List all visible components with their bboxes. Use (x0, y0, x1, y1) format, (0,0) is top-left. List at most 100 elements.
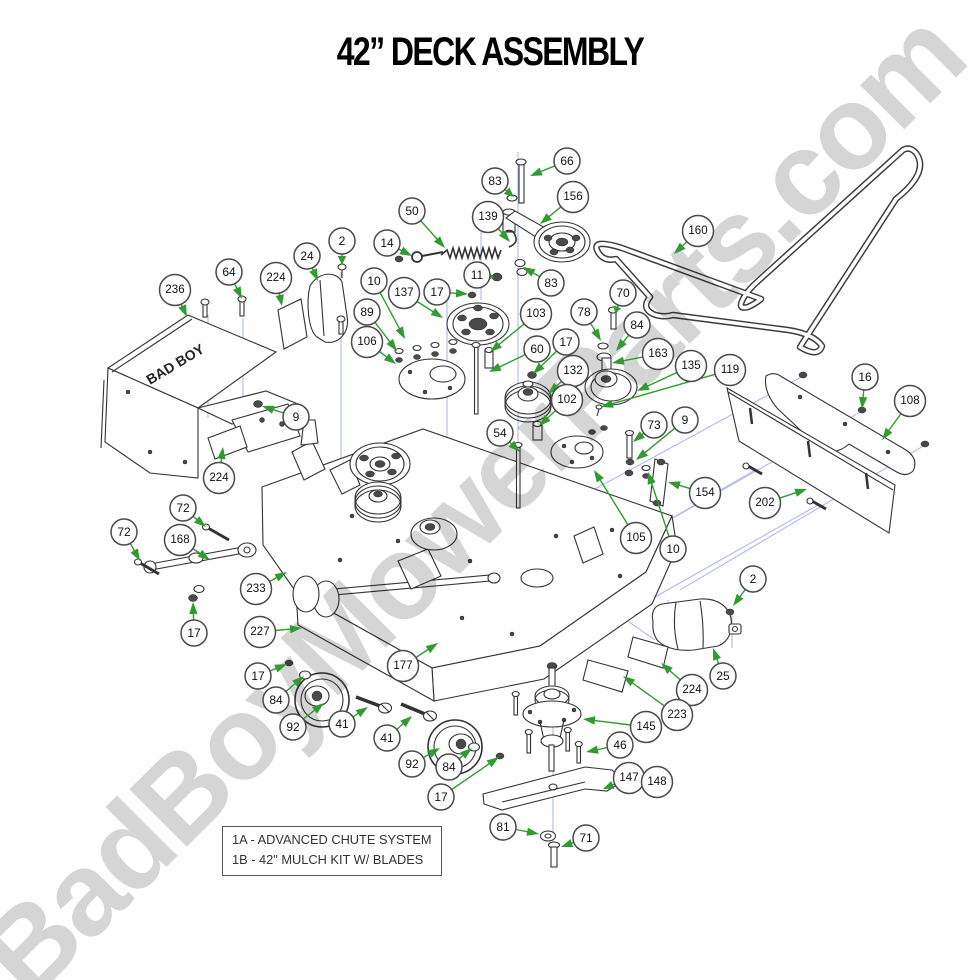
callout-202: 202 (748, 486, 782, 520)
leader-223 (623, 676, 665, 707)
leader-2 (733, 588, 746, 606)
callout-84: 84 (435, 753, 463, 781)
callout-156: 156 (556, 180, 590, 214)
decal-plate (207, 425, 248, 460)
svg-text:177: 177 (393, 660, 412, 672)
leader-84 (285, 676, 304, 693)
svg-text:41: 41 (380, 731, 394, 745)
callout-106: 106 (350, 325, 384, 359)
svg-text:233: 233 (246, 583, 265, 595)
leader-41 (352, 707, 368, 718)
callout-10: 10 (360, 267, 388, 295)
svg-text:11: 11 (471, 268, 484, 282)
callout-119: 119 (713, 353, 747, 387)
svg-text:70: 70 (616, 286, 630, 300)
svg-text:64: 64 (222, 265, 236, 279)
svg-text:163: 163 (648, 348, 667, 360)
svg-text:89: 89 (360, 305, 374, 319)
idler-pulley-top (533, 221, 591, 263)
svg-text:145: 145 (636, 721, 655, 733)
svg-text:84: 84 (630, 318, 644, 332)
leader-10 (379, 292, 405, 339)
deck-holes (337, 513, 623, 637)
callout-223: 223 (660, 698, 694, 732)
callout-139: 139 (471, 200, 505, 234)
decal-plate (582, 659, 629, 693)
svg-text:147: 147 (619, 772, 638, 784)
leader-17 (189, 602, 198, 621)
leader-137 (416, 300, 443, 318)
callout-233: 233 (239, 572, 273, 606)
callout-71: 71 (572, 824, 600, 852)
leader-9 (636, 427, 676, 460)
legend-line-2: 1B - 42" MULCH KIT W/ BLADES (232, 851, 424, 867)
svg-text:223: 223 (667, 709, 686, 721)
svg-text:119: 119 (721, 364, 739, 376)
svg-text:17: 17 (187, 626, 201, 640)
callout-168: 168 (163, 523, 197, 557)
leader-92 (302, 703, 324, 720)
callout-73: 73 (640, 411, 668, 439)
callout-135: 135 (674, 349, 708, 383)
callout-83: 83 (537, 269, 565, 297)
svg-text:132: 132 (563, 365, 582, 377)
leader-224 (217, 447, 226, 463)
svg-text:60: 60 (530, 342, 544, 356)
svg-text:168: 168 (170, 534, 189, 546)
leader-81 (515, 827, 539, 836)
leader-54 (508, 440, 520, 452)
svg-text:135: 135 (681, 360, 700, 372)
flat-idler-pulley (446, 302, 510, 346)
stacked-idler-pulley (504, 371, 552, 423)
svg-text:24: 24 (300, 249, 314, 263)
svg-text:102: 102 (557, 394, 576, 406)
leader-160 (674, 241, 688, 254)
callout-60: 60 (523, 335, 551, 363)
svg-text:10: 10 (666, 542, 680, 556)
callout-41: 41 (373, 724, 401, 752)
callout-227: 227 (243, 615, 277, 649)
svg-text:2: 2 (750, 572, 757, 586)
leader-233 (269, 572, 287, 583)
callout-9: 9 (671, 406, 699, 434)
svg-text:72: 72 (176, 501, 190, 515)
svg-text:73: 73 (647, 418, 661, 432)
callout-72: 72 (110, 518, 138, 546)
blade-spindle-assembly (482, 662, 624, 868)
backing-plate-right (550, 425, 669, 507)
callout-145: 145 (629, 710, 663, 744)
svg-text:148: 148 (647, 776, 666, 788)
chute-bracket (207, 273, 348, 460)
anti-scalp-roller (292, 575, 340, 618)
leader-78 (589, 322, 601, 341)
callout-2: 2 (739, 565, 767, 593)
page-title: 42” DECK ASSEMBLY (336, 30, 645, 74)
leader-16 (858, 389, 868, 409)
callout-17: 17 (244, 662, 272, 690)
callout-64: 64 (215, 258, 243, 286)
svg-text:46: 46 (613, 738, 627, 752)
legend-box: 1A - ADVANCED CHUTE SYSTEM 1B - 42" MULC… (222, 826, 442, 876)
callout-163: 163 (641, 337, 675, 371)
leader-106 (378, 350, 396, 364)
svg-text:10: 10 (367, 274, 381, 288)
spindle-backing-plate (398, 358, 466, 400)
svg-text:154: 154 (695, 487, 715, 499)
svg-text:2: 2 (339, 234, 346, 248)
callout-92: 92 (279, 713, 307, 741)
callout-177: 177 (386, 649, 420, 683)
leader-227 (275, 625, 302, 634)
svg-text:224: 224 (209, 472, 229, 484)
callout-66: 66 (553, 147, 581, 175)
callout-9: 9 (282, 403, 310, 431)
leader-14 (398, 246, 412, 256)
top-hardware (200, 158, 559, 408)
svg-text:25: 25 (716, 669, 730, 683)
leader-46 (586, 745, 608, 754)
svg-text:137: 137 (394, 287, 413, 299)
svg-text:66: 66 (560, 154, 574, 168)
svg-text:16: 16 (858, 370, 872, 384)
svg-text:17: 17 (559, 335, 573, 349)
